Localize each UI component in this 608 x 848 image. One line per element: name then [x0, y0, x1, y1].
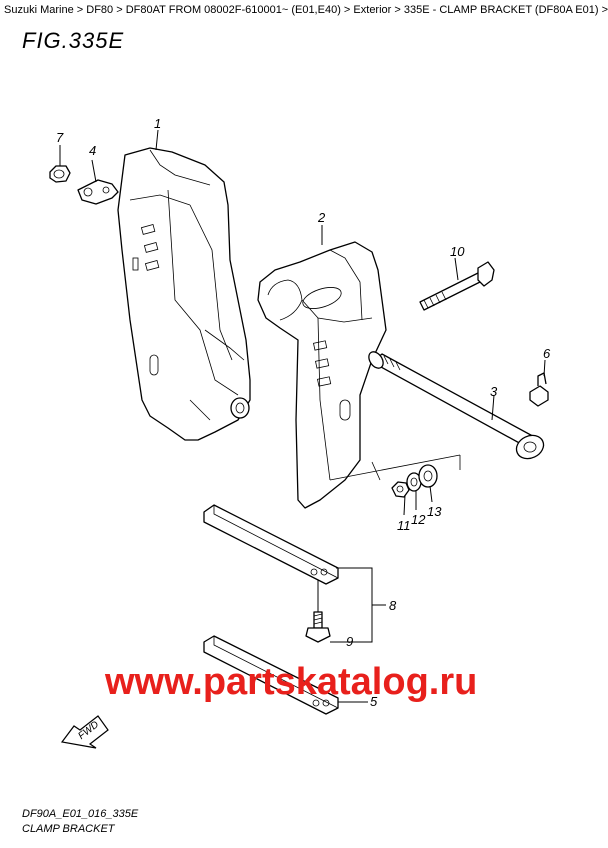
callout-3[interactable]: 3	[490, 384, 498, 399]
figure-name: CLAMP BRACKET	[22, 823, 115, 835]
breadcrumb-current: 335E - CLAMP BRACKET (DF80A E01)	[403, 4, 599, 16]
part-clamp-bracket-left[interactable]	[117, 129, 251, 441]
breadcrumb-separator: >	[394, 4, 401, 16]
breadcrumb-separator: >	[343, 4, 351, 16]
callout-4[interactable]: 4	[89, 143, 96, 158]
part-bolt[interactable]	[419, 257, 495, 311]
callout-2[interactable]: 2	[317, 210, 326, 225]
part-clamp-bracket-right[interactable]	[257, 225, 387, 509]
callout-12[interactable]: 12	[411, 512, 426, 527]
breadcrumb-link-model[interactable]: DF80	[86, 4, 114, 16]
part-upper-plate[interactable]	[203, 504, 339, 585]
part-lower-plate[interactable]	[203, 635, 368, 715]
breadcrumb-separator: >	[76, 4, 84, 16]
breadcrumb-separator: >	[116, 4, 123, 16]
breadcrumb-link-brand[interactable]: Suzuki Marine	[4, 4, 74, 16]
part-plate-bolt[interactable]	[305, 580, 331, 643]
figure-title: FIG.335E	[22, 28, 125, 53]
part-nut[interactable]	[49, 145, 71, 183]
breadcrumb-link-serial[interactable]: DF80AT FROM 08002F-610001~ (E01,E40)	[125, 4, 341, 16]
part-small-bolt[interactable]	[529, 359, 549, 407]
callout-6[interactable]: 6	[543, 346, 551, 361]
breadcrumb: Suzuki Marine > DF80 > DF80AT FROM 08002…	[4, 3, 608, 17]
callout-8[interactable]: 8	[389, 598, 397, 613]
callout-7[interactable]: 7	[56, 130, 64, 145]
breadcrumb-link-section[interactable]: Exterior	[353, 4, 392, 16]
part-hardware-set[interactable]	[391, 464, 438, 516]
guide-lines	[329, 454, 461, 481]
callout-10[interactable]: 10	[450, 244, 465, 259]
watermark: www.partskatalog.ru	[104, 661, 477, 703]
callout-11[interactable]: 11	[397, 518, 411, 533]
part-plate[interactable]	[77, 159, 119, 205]
callout-bracket-8	[330, 567, 386, 643]
callout-5[interactable]: 5	[370, 694, 378, 709]
figure-code: DF90A_E01_016_335E	[22, 808, 139, 820]
callout-1[interactable]: 1	[154, 116, 161, 131]
part-through-rod[interactable]	[366, 349, 547, 463]
callout-13[interactable]: 13	[427, 504, 442, 519]
callout-9[interactable]: 9	[346, 634, 353, 649]
breadcrumb-separator: >	[601, 4, 608, 16]
fwd-arrow-icon: FWD	[60, 715, 109, 749]
